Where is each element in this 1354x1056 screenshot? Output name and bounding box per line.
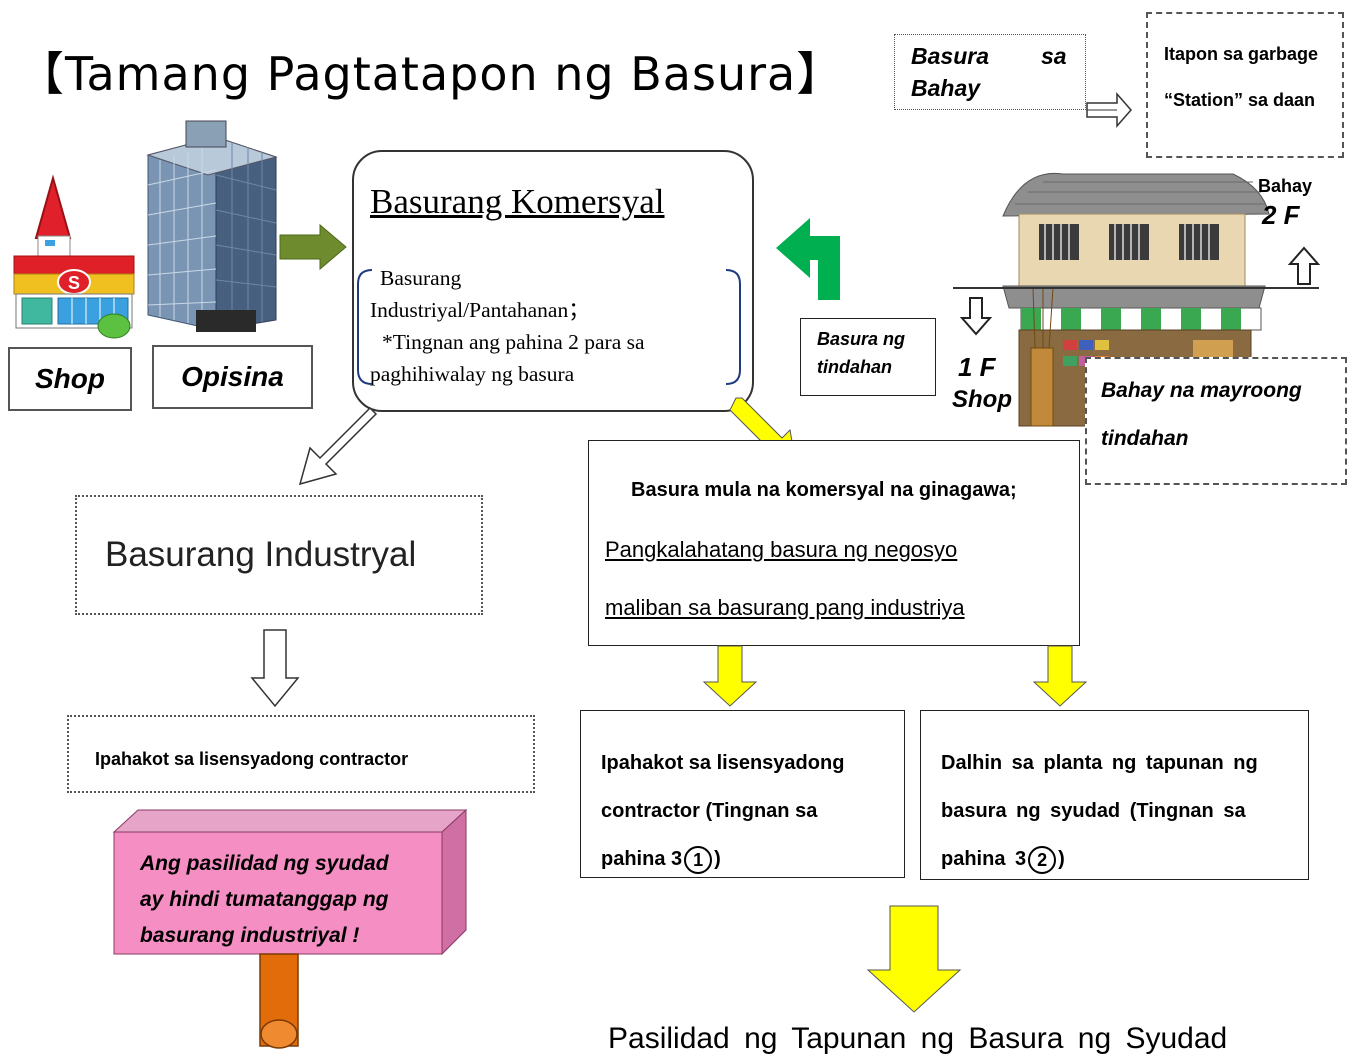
floor2-label: 2 F	[1262, 200, 1300, 230]
contractor-option-box: Ipahakot sa lisensyadong contractor (Tin…	[580, 710, 905, 878]
industrial-title: Basurang Industryal	[105, 535, 417, 574]
household-note-line1: Itapon sa garbage	[1164, 44, 1319, 64]
warning-line3: basurang industriyal !	[140, 924, 360, 947]
shop-house-caption-line2: tindahan	[1101, 427, 1189, 450]
shop-house-caption-box: Bahay na mayroong tindahan	[1085, 357, 1347, 485]
warning-sign-shape	[112, 808, 468, 1049]
household-note-box: Itapon sa garbage “Station” sa daan	[1146, 12, 1344, 158]
plant-line2: basura ng syudad (Tingnan sa	[941, 800, 1246, 822]
shop-label: Shop	[8, 347, 132, 411]
floor1-word: Shop	[952, 386, 1012, 413]
household-hollow-arrow	[1086, 92, 1132, 128]
shop-illustration: S	[13, 174, 135, 339]
business-line2: maliban sa basurang pang industriya	[605, 595, 965, 620]
komersyal-line2: Industriyal/Pantahanan；	[370, 298, 590, 322]
industrial-action: Ipahakot sa lisensyadong contractor	[95, 749, 409, 769]
hollow-diag-arrow	[298, 406, 378, 486]
industrial-down-arrow	[250, 629, 300, 708]
komersyal-line1: Basurang	[380, 266, 462, 290]
industrial-action-box: Ipahakot sa lisensyadong contractor	[67, 715, 535, 793]
facility-title: Pasilidad ng Tapunan ng Basura ng Syudad	[608, 1022, 1228, 1055]
business-line1: Pangkalahatang basura ng negosyo	[605, 537, 958, 562]
shop-sign-letter: S	[68, 273, 80, 293]
contractor-option-text: Ipahakot sa lisensyadong contractor (Tin…	[601, 739, 844, 883]
warning-text: Ang pasilidad ng syudad ay hindi tumatan…	[140, 846, 389, 954]
household-note-line2: “Station” sa daan	[1164, 90, 1316, 110]
circled-number-2: 2	[1028, 845, 1057, 874]
plant-option-box: Dalhin sa planta ng tapunan ng basura ng…	[920, 710, 1309, 880]
komersyal-line3: *Tingnan ang pahina 2 para sa	[382, 330, 645, 354]
office-building-illustration	[146, 120, 278, 332]
komersyal-line4: paghihiwalay ng basura	[370, 362, 575, 386]
contractor-line2: contractor (Tingnan sa	[601, 800, 818, 822]
office-label: Opisina	[152, 345, 313, 409]
store-waste-box: Basura ng tindahan	[800, 318, 936, 396]
household-word-basura: Basura	[911, 43, 989, 69]
plant-line1: Dalhin sa planta ng tapunan ng	[941, 752, 1258, 774]
komersyal-brackets	[357, 269, 741, 385]
komersyal-title: Basurang Komersyal	[370, 182, 665, 221]
komersyal-body: Basurang Industriyal/Pantahanan； *Tingna…	[370, 262, 742, 390]
business-waste-box: Basura mula na komersyal na ginagawa; Pa…	[588, 440, 1080, 646]
household-word-sa: sa	[1041, 43, 1067, 69]
contractor-line1: Ipahakot sa lisensyadong	[601, 752, 845, 774]
floor1-label: 1 F	[958, 352, 996, 382]
page-title: 【Tamang Pagtatapon ng Basura】	[18, 47, 844, 101]
yellow-down-arrow-right	[1032, 645, 1088, 707]
plant-line3: pahina 3	[941, 848, 1027, 870]
household-word-bahay: Bahay	[911, 75, 981, 101]
up-hollow-arrow	[1287, 246, 1321, 285]
warning-line2: ay hindi tumatanggap ng	[140, 888, 389, 911]
store-waste-line1: Basura ng	[817, 329, 906, 349]
yellow-down-arrow-left	[702, 645, 758, 707]
down-hollow-arrow	[959, 297, 993, 336]
yellow-big-down-arrow	[866, 905, 962, 1013]
store-waste-line2: tindahan	[817, 357, 892, 377]
business-heading: Basura mula na komersyal na ginagawa;	[631, 479, 1017, 501]
contractor-line3: pahina 3	[601, 848, 683, 870]
floor2-word: Bahay	[1258, 176, 1313, 196]
circled-number-1: 1	[684, 845, 713, 874]
komersyal-box: Basurang Komersyal Basurang Industriyal/…	[352, 150, 754, 412]
shop-house-caption-line1: Bahay na mayroong	[1101, 379, 1302, 402]
olive-arrow	[279, 223, 347, 271]
warning-line1: Ang pasilidad ng syudad	[140, 852, 389, 875]
industrial-title-box: Basurang Industryal	[75, 495, 483, 615]
household-label-box: Basura sa Bahay	[894, 34, 1086, 110]
green-turn-arrow	[776, 218, 840, 300]
plant-option-text: Dalhin sa planta ng tapunan ng basura ng…	[941, 739, 1258, 883]
